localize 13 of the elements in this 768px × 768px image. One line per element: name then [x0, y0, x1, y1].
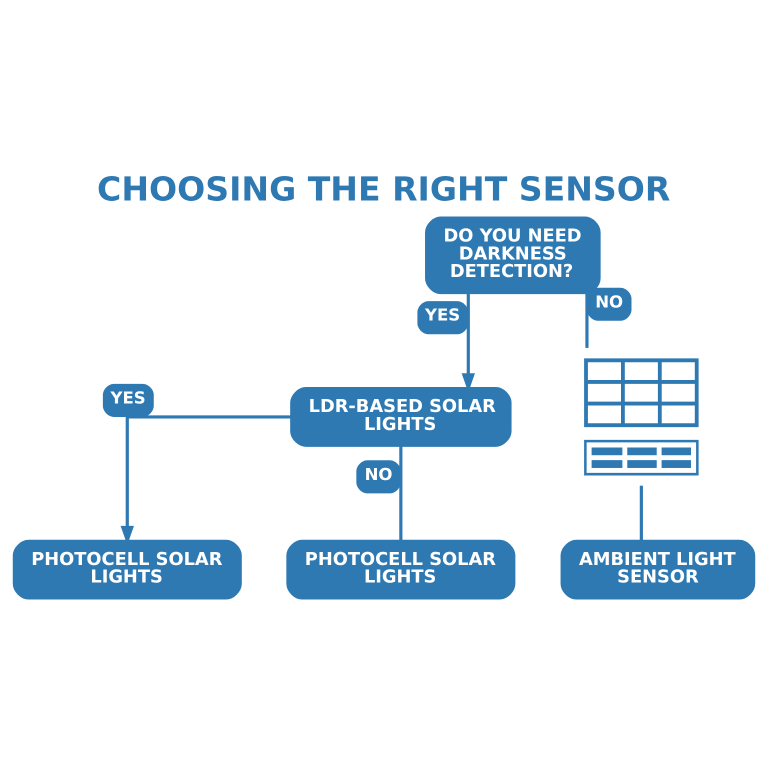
node-box: PHOTOCELL SOLAR LIGHTS	[286, 539, 516, 600]
connector	[399, 446, 402, 540]
edge-label: YES	[110, 388, 146, 407]
diagram-title: CHOOSING THE RIGHT SENSOR	[97, 168, 670, 208]
node-box: AMBIENT LIGHT SENSOR	[560, 539, 756, 600]
connector	[640, 485, 643, 540]
edge-label: NO	[364, 464, 392, 484]
node-box: PHOTOCELL SOLAR LIGHTS	[12, 539, 242, 600]
edge-label: YES	[425, 305, 460, 324]
node-box: DO YOU NEED DARKNESS DETECTION?	[425, 216, 601, 294]
connector	[585, 293, 589, 348]
edge-label: NO	[595, 292, 624, 311]
node-box: LDR-BASED SOLAR LIGHTS	[290, 386, 512, 446]
